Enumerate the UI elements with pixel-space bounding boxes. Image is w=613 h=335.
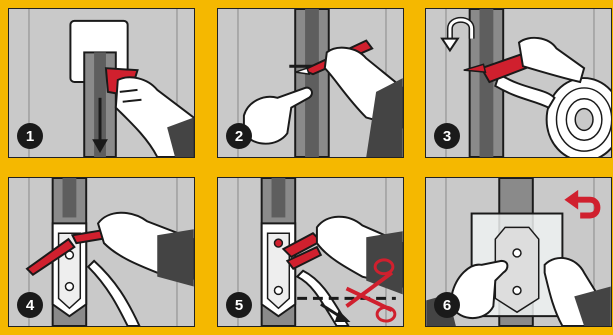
step-panel-4: 4 (8, 177, 195, 327)
step-panel-3: 3 (425, 8, 612, 158)
step-panel-6: 6 (425, 177, 612, 327)
step-number-badge: 3 (434, 123, 460, 149)
step-number-badge: 1 (17, 123, 43, 149)
step-number-badge: 2 (226, 123, 252, 149)
step-panel-1: 1 (8, 8, 195, 158)
step-number-badge: 5 (226, 292, 252, 318)
step-panel-5: 5 (217, 177, 404, 327)
step-number-badge: 4 (17, 292, 43, 318)
plate-icon (262, 223, 296, 316)
step-number-badge: 6 (434, 292, 460, 318)
step-panel-2: 2 (217, 8, 404, 158)
